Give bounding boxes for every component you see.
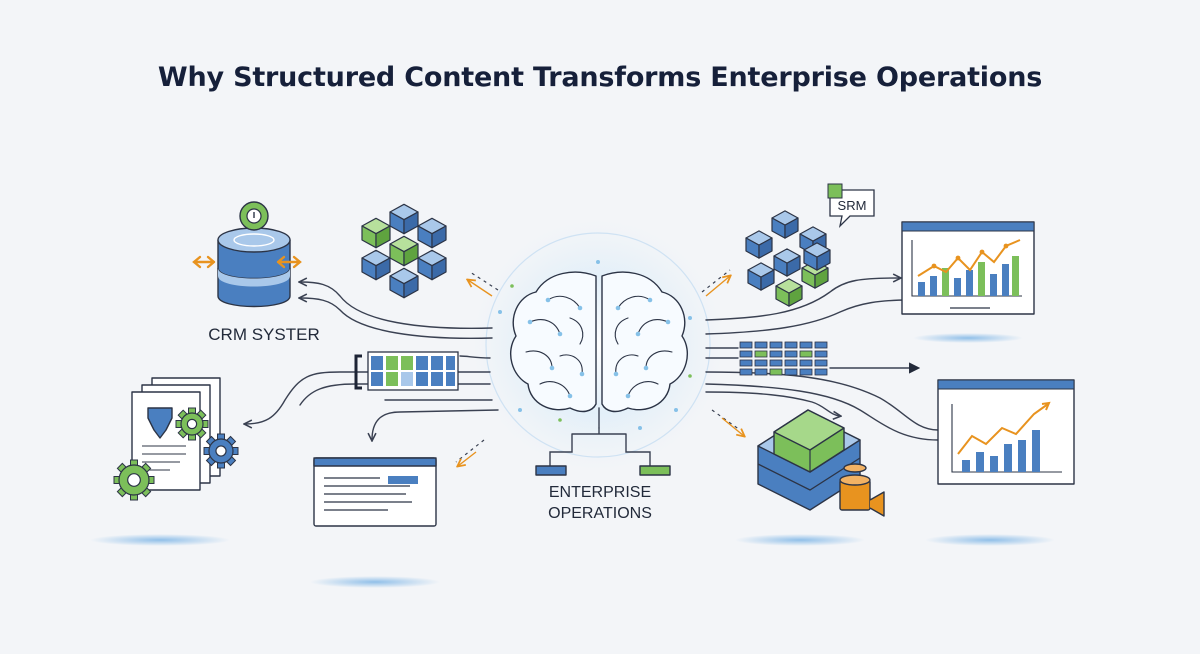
srm-speech-bubble (827, 183, 875, 228)
connection-lines (245, 269, 939, 463)
ground-shadows (90, 333, 1055, 588)
page-title: Why Structured Content Transforms Enterp… (157, 62, 1043, 93)
server-stack-icon (757, 409, 885, 517)
srm-label: SRM (838, 198, 867, 213)
chart-window-top-icon (901, 221, 1035, 315)
data-blocks-left-icon (361, 203, 447, 299)
crm-database-icon (192, 201, 302, 308)
enterprise-label-line2: OPERATIONS (548, 505, 652, 522)
operations-tree (535, 427, 671, 476)
crm-system-label: CRM SYSTER (208, 325, 319, 344)
data-table-bar-icon (354, 351, 459, 391)
data-blocks-right-icon (745, 210, 831, 307)
document-card-icon (313, 457, 437, 527)
grid-table-icon (739, 341, 828, 376)
brain-ring (485, 232, 711, 458)
enterprise-label-line1: ENTERPRISE (549, 484, 651, 501)
brain-icon (498, 260, 692, 430)
brain-glow (473, 220, 723, 470)
chart-window-bottom-icon (937, 379, 1075, 485)
accent-arrows (458, 276, 744, 466)
documents-gears-icon (113, 377, 239, 501)
